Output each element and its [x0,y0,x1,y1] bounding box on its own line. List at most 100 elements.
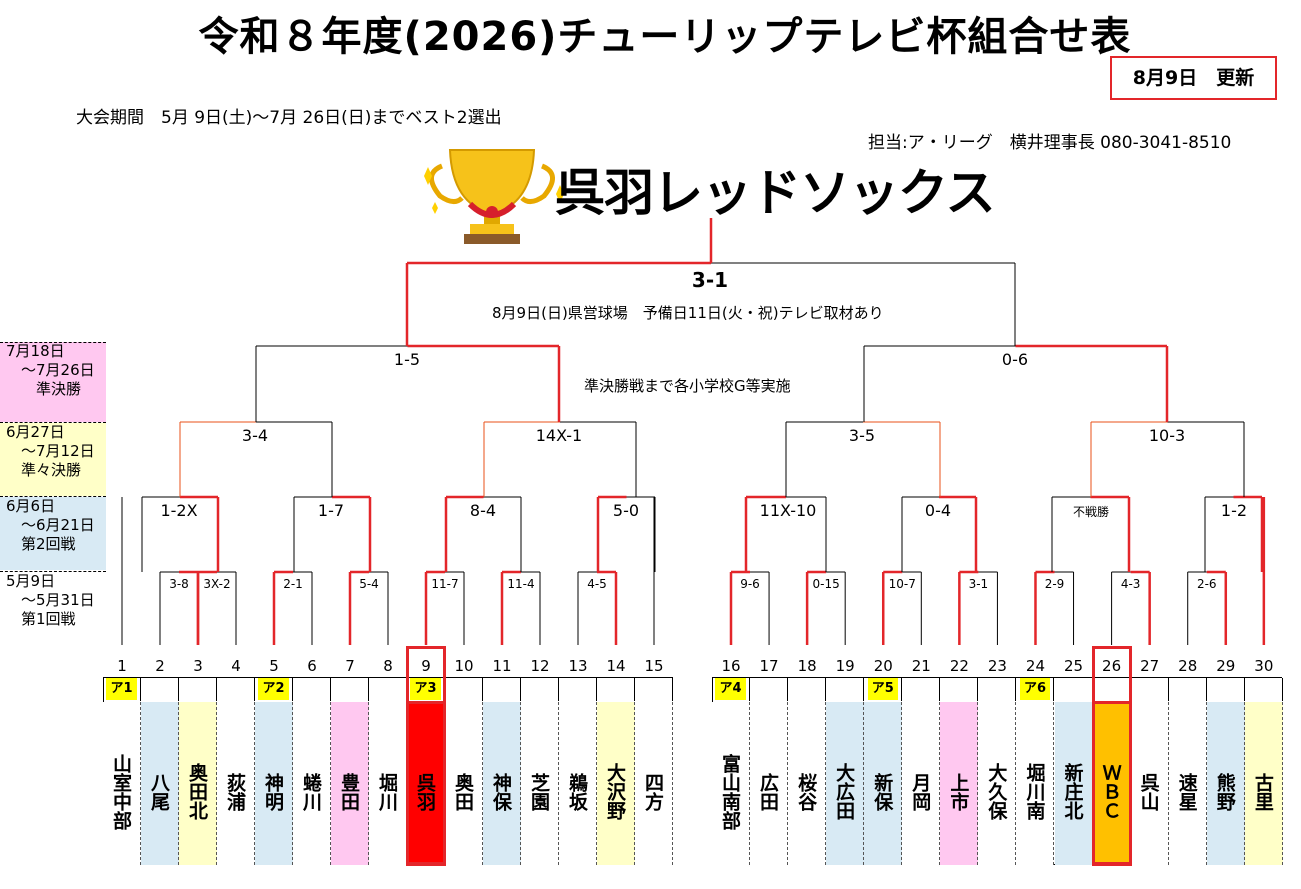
team-seed [1245,678,1283,701]
team-name: 蜷川 [293,702,331,865]
team-number: 21 [911,657,931,675]
team-number: 28 [1178,657,1198,675]
round1-score: 5-4 [359,577,379,591]
seed-label: ア5 [867,678,898,700]
quarterfinal-score: 14X-1 [535,426,583,445]
round1-score: 3-8 [169,577,189,591]
team-number: 30 [1254,657,1274,675]
team-number: 25 [1063,657,1084,675]
round1-score: 3-1 [968,577,989,591]
page-title: 令和８年度(2026)チューリップテレビ杯組合せ表 [198,14,1132,60]
champion-name: 呉羽レッドソックス [555,164,995,222]
seed-label: ア4 [715,678,746,700]
round1-score: 11-4 [507,577,535,591]
team-number: 19 [835,657,855,675]
team-number: 29 [1216,657,1236,675]
round-divider [0,342,106,343]
team-seed [902,678,941,701]
team-name: 呉羽 [406,701,446,866]
team-seed [750,678,789,701]
team-name: 上市 [940,702,979,865]
team-name: 鵜坂 [559,702,597,865]
team-number: 14 [606,657,626,675]
semifinal-note: 準決勝戦まで各小学校G等実施 [584,377,791,395]
team-number: 6 [307,657,317,675]
round1-score: 9-6 [740,577,760,591]
team-name: 熊野 [1206,702,1245,865]
team-seed [978,678,1017,701]
team-seed: ア5 [864,678,903,701]
team-seed [788,678,827,701]
round2-score: 1-2 [1220,501,1248,520]
highlight-frame [406,646,446,865]
round1-score: 3X-2 [203,577,231,591]
seed-label: ア3 [410,678,441,700]
team-seed [1131,678,1169,701]
team-seed [179,678,217,701]
team-seed [521,678,559,701]
team-name: 桜谷 [788,702,827,865]
round2-score: 8-4 [469,501,497,520]
semifinal-score: 0-6 [1001,350,1029,369]
team-number: 1 [117,657,127,675]
team-number: 5 [269,657,279,675]
quarterfinal-score: 3-5 [848,426,876,445]
team-number: 8 [383,657,393,675]
team-number: 23 [987,657,1007,675]
seed-label: ア2 [258,678,289,700]
round2-score: 不戦勝 [1072,505,1109,519]
round1-score: 2-9 [1044,577,1065,591]
final-score: 3-1 [691,268,729,292]
team-name: 広田 [750,702,789,865]
team-seed: ア1 [103,678,141,701]
team-seed [141,678,179,701]
team-name: 富山南部 [712,702,750,865]
round1-score: 4-5 [587,577,607,591]
team-seed [483,678,521,701]
team-name: 新庄北 [1054,702,1093,865]
team-number: 22 [949,657,969,675]
team-name: 大沢野 [597,702,635,865]
team-name: 堀川南 [1016,702,1055,865]
team-seed [940,678,979,701]
seed-label: ア1 [106,678,137,700]
team-name: 速星 [1168,702,1207,865]
team-number: 9 [421,657,431,675]
round2-score: 11X-10 [759,501,817,520]
team-seed [445,678,483,701]
team-name: 月岡 [902,702,941,865]
round-label-quarterfinal: 6月27日 ～7月12日 準々決勝 [0,423,106,496]
team-number: 4 [231,657,241,675]
team-name: 豊田 [331,702,369,865]
round1-score: 4-3 [1120,577,1141,591]
team-seed: ア6 [1016,678,1055,701]
team-seed [293,678,331,701]
team-name: 荻浦 [217,702,255,865]
team-name: ＷＢＣ [1091,701,1132,866]
round-label-round1: 5月9日 ～5月31日 第1回戦 [0,572,106,644]
team-seed [369,678,407,701]
round1-score: 2-1 [283,577,303,591]
team-name: 奥田北 [179,702,217,865]
team-name: 古里 [1244,702,1283,865]
team-number: 3 [193,657,203,675]
team-name: 新保 [864,702,903,865]
team-seed [1055,678,1093,701]
team-seed [826,678,865,701]
team-number: 7 [345,657,355,675]
round-divider [0,496,106,497]
team-number: 16 [721,657,741,675]
semifinal-score: 1-5 [393,350,421,369]
team-seed [559,678,597,701]
team-number: 27 [1140,657,1160,675]
team-name: 大広田 [826,702,865,865]
team-seed [1207,678,1245,701]
team-name: 神保 [483,702,521,865]
round1-score: 11-7 [431,577,459,591]
team-name: 大久保 [978,702,1017,865]
team-number: 24 [1025,657,1046,675]
team-number: 12 [530,657,550,675]
round2-score: 1-7 [317,501,345,520]
team-number: 13 [568,657,588,675]
